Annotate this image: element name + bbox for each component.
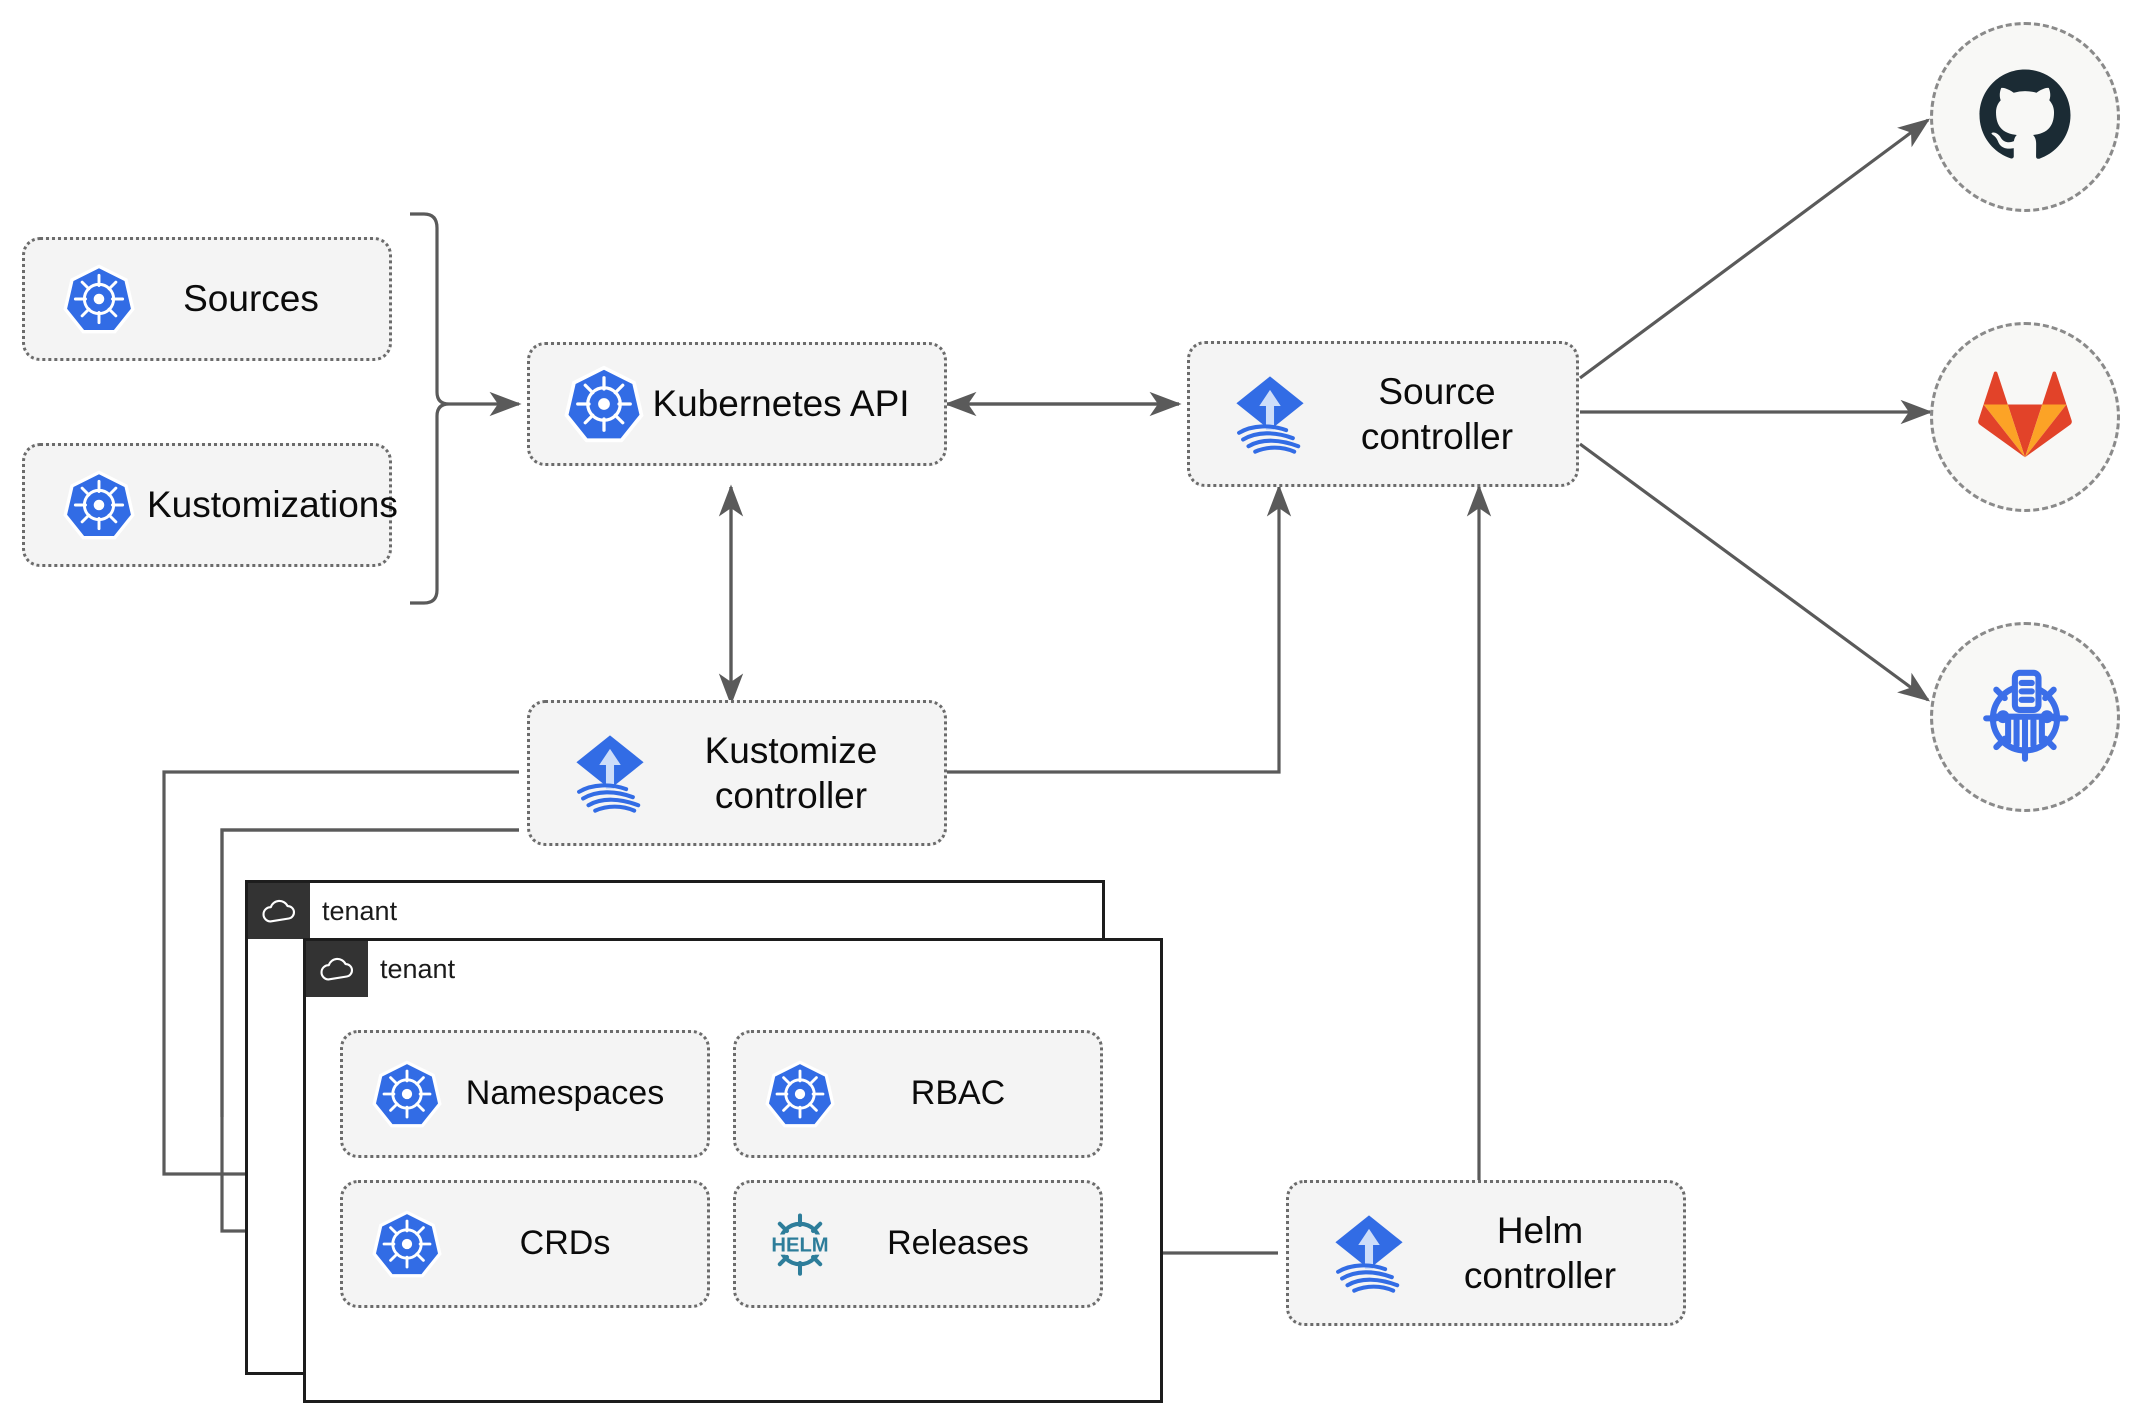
node-label: Helm controller <box>1463 1209 1617 1296</box>
gitlab-icon <box>1973 363 2077 472</box>
node-github[interactable] <box>1930 22 2120 212</box>
node-label: Releases <box>887 1224 1029 1263</box>
tenant-label: tenant <box>322 895 398 926</box>
kubernetes-icon <box>758 1059 842 1129</box>
helm-icon: HELM <box>758 1206 842 1282</box>
node-label: RBAC <box>910 1074 1006 1113</box>
node-gitlab[interactable] <box>1930 322 2120 512</box>
node-helm-repository[interactable] <box>1930 622 2120 812</box>
node-kustomizations[interactable]: Kustomizations <box>22 443 398 567</box>
node-label: Kustomize controller <box>704 729 878 816</box>
kubernetes-icon <box>51 263 147 335</box>
svg-text:HELM: HELM <box>771 1235 828 1257</box>
node-label: Source controller <box>1360 370 1514 457</box>
node-kubernetes-api[interactable]: Kubernetes API <box>527 342 947 466</box>
kubernetes-icon <box>51 469 147 541</box>
node-label: Namespaces <box>465 1074 665 1113</box>
flux-icon <box>556 730 664 816</box>
node-label: Kubernetes API <box>652 383 910 425</box>
node-label: Kustomizations <box>147 484 398 526</box>
github-icon <box>1973 63 2077 172</box>
node-rbac[interactable]: RBAC <box>733 1030 1103 1158</box>
kubernetes-icon <box>365 1209 449 1279</box>
node-crds[interactable]: CRDs <box>340 1180 710 1308</box>
node-kustomize-controller[interactable]: Kustomize controller <box>527 700 947 846</box>
flux-icon <box>1216 371 1324 457</box>
node-label: CRDs <box>519 1224 611 1263</box>
kubernetes-icon <box>365 1059 449 1129</box>
node-sources[interactable]: Sources <box>22 237 392 361</box>
tenant-label: tenant <box>380 953 456 984</box>
flux-icon <box>1315 1210 1423 1296</box>
node-helm-controller[interactable]: Helm controller <box>1286 1180 1686 1326</box>
node-source-controller[interactable]: Source controller <box>1187 341 1579 487</box>
tenant-box-front[interactable]: tenant <box>303 938 1163 1403</box>
node-namespaces[interactable]: Namespaces <box>340 1030 710 1158</box>
cloud-icon <box>248 883 310 939</box>
node-releases[interactable]: HELM Releases <box>733 1180 1103 1308</box>
cloud-icon <box>306 941 368 997</box>
helm-repository-icon <box>1971 661 2079 774</box>
node-label: Sources <box>183 278 319 320</box>
kubernetes-icon <box>556 364 652 444</box>
